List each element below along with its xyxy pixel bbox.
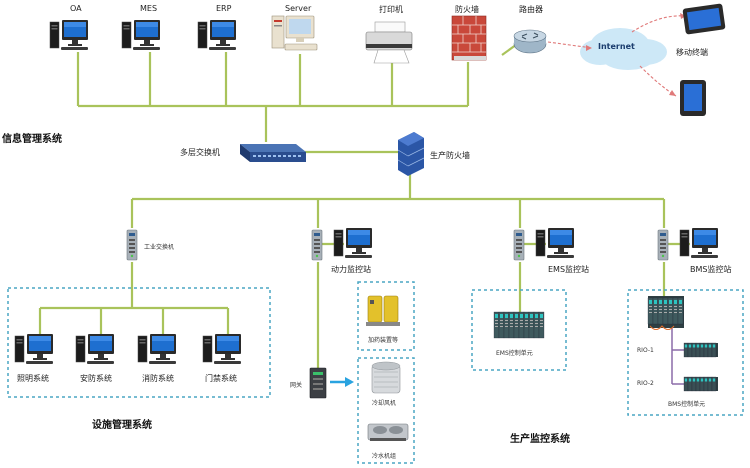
multilayer-switch-icon [240, 144, 306, 162]
industrial-switch-facility-icon [126, 229, 138, 261]
power-station-label: 动力监控站 [331, 265, 371, 274]
oa-computer-icon [49, 19, 89, 51]
multilayer-switch-label: 多层交换机 [180, 148, 220, 157]
erp-computer-icon [197, 19, 237, 51]
production-monitoring-title: 生产监控系统 [510, 434, 570, 445]
power-station-computer-icon [333, 227, 373, 259]
rio-2-modules-icon [683, 376, 718, 392]
mobile-terminal-label: 移动终端 [676, 48, 708, 57]
link-lines [38, 41, 690, 368]
rio-2-label: RIO-2 [637, 380, 654, 387]
dosing-equipment-icon [366, 295, 400, 326]
ems-group-box [471, 289, 567, 371]
rio-1-label: RIO-1 [637, 347, 654, 354]
erp-label: ERP [216, 4, 232, 13]
printer-icon [365, 21, 413, 64]
rio-1-modules-icon [683, 342, 718, 358]
info-system-title: 信息管理系统 [2, 134, 62, 145]
fire-system-label: 消防系统 [142, 374, 174, 383]
lighting-system-label: 照明系统 [17, 374, 49, 383]
bms-station-computer-icon [679, 227, 719, 259]
ems-control-unit-icon [493, 311, 545, 339]
internet-label: Internet [598, 42, 635, 51]
dosing-group-box [357, 281, 415, 351]
industrial-switch-bms-icon [657, 229, 669, 261]
arrow-icon [330, 377, 354, 387]
chiller-label: 冷水机组 [372, 453, 397, 460]
ems-station-label: EMS监控站 [548, 265, 590, 274]
mes-label: MES [140, 4, 158, 13]
cooling-tower-icon [371, 361, 401, 394]
industrial-switch-label: 工业交换机 [144, 244, 175, 251]
bms-station-label: BMS监控站 [690, 265, 732, 274]
chiller-icon [367, 423, 409, 441]
rio-links [671, 328, 684, 385]
oa-label: OA [70, 4, 82, 13]
ems-control-unit-label: EMS控制单元 [496, 350, 533, 357]
server-label: Server [285, 4, 312, 13]
gateway-icon [309, 367, 327, 399]
industrial-switch-ems-icon [513, 229, 525, 261]
access-system-label: 门禁系统 [205, 374, 237, 383]
gateway-label: 网关 [290, 382, 303, 389]
group-boxes [7, 281, 744, 464]
printer-label: 打印机 [379, 5, 403, 14]
production-firewall-icon [397, 132, 425, 176]
security-system-label: 安防系统 [80, 374, 112, 383]
firewall-icon [451, 15, 487, 61]
security-computer-icon [75, 333, 115, 365]
bms-control-unit-label: BMS控制单元 [668, 401, 706, 408]
access-computer-icon [202, 333, 242, 365]
ems-station-computer-icon [535, 227, 575, 259]
mes-computer-icon [121, 19, 161, 51]
cooling-group-box [357, 357, 415, 464]
cooling-tower-label: 冷却风机 [372, 400, 397, 407]
firewall-label: 防火墙 [455, 5, 479, 14]
industrial-switch-power-icon [311, 229, 323, 261]
internet-cloud-icon [580, 28, 667, 70]
production-firewall-label: 生产防火墙 [430, 151, 470, 160]
mobile-device-icon [680, 80, 706, 116]
lighting-computer-icon [14, 333, 54, 365]
fire-computer-icon [137, 333, 177, 365]
server-computer-icon [271, 15, 318, 51]
router-icon [513, 29, 547, 54]
bms-controller-icon [647, 296, 684, 330]
dosing-label: 加药装置等 [368, 337, 399, 344]
tablet-icon [682, 3, 726, 35]
facility-system-title: 设施管理系统 [92, 420, 152, 431]
router-label: 路由器 [519, 5, 543, 14]
